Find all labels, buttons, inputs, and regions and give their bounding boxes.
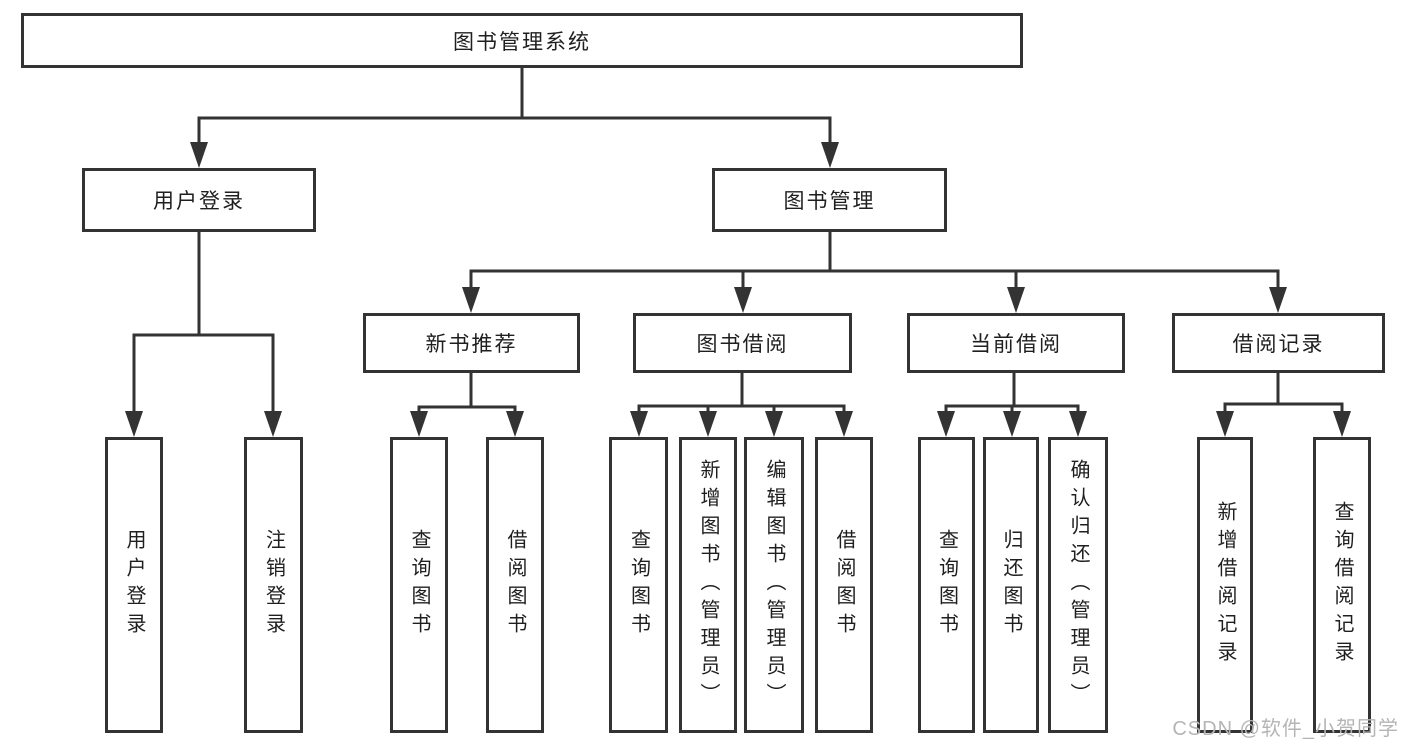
arrowhead-icon: [1333, 411, 1351, 437]
arrowhead-icon: [1069, 411, 1087, 437]
leaf-newbook-query: 查询图书: [390, 437, 448, 733]
node-book-mgmt-label: 图书管理: [783, 190, 876, 213]
leaf-borrow-add-admin: 新增图书（管理员）: [679, 437, 737, 733]
leaf-label: 编辑图书（管理员）: [763, 459, 785, 711]
leaf-logout: 注销登录: [244, 437, 303, 733]
node-book-borrow-label: 图书借阅: [696, 333, 789, 356]
arrowhead-icon: [835, 411, 853, 437]
arrowhead-icon: [937, 411, 955, 437]
leaf-label: 查询图书: [935, 529, 958, 641]
leaf-label: 用户登录: [123, 529, 145, 641]
node-current-borrow-label: 当前借阅: [970, 333, 1062, 356]
arrowhead-icon: [264, 411, 282, 437]
leaf-current-confirm-admin: 确认归还（管理员）: [1048, 437, 1108, 733]
node-root-label: 图书管理系统: [453, 30, 591, 54]
arrowhead-icon: [1003, 411, 1021, 437]
node-borrow-record: 借阅记录: [1172, 313, 1385, 373]
leaf-label: 新增图书（管理员）: [697, 459, 719, 711]
leaf-user-login: 用户登录: [105, 437, 163, 733]
connector-new-book-to-children: [410, 373, 524, 437]
arrowhead-icon: [699, 411, 717, 437]
leaf-label: 确认归还（管理员）: [1067, 459, 1089, 711]
leaf-label: 归还图书: [1000, 529, 1022, 641]
leaf-borrow-query: 查询图书: [609, 437, 668, 733]
leaf-label: 新增借阅记录: [1214, 501, 1236, 669]
arrowhead-icon: [821, 142, 839, 168]
leaf-record-add: 新增借阅记录: [1197, 437, 1253, 733]
leaf-label: 借阅图书: [833, 529, 855, 641]
node-new-book: 新书推荐: [363, 313, 580, 373]
leaf-current-return: 归还图书: [983, 437, 1039, 733]
arrowhead-icon: [190, 142, 208, 168]
node-user-login: 用户登录: [82, 168, 316, 232]
leaf-label: 借阅图书: [504, 529, 526, 641]
node-new-book-label: 新书推荐: [425, 333, 518, 356]
node-book-mgmt: 图书管理: [712, 168, 947, 232]
csdn-watermark: CSDN @软件_小贺同学: [1172, 718, 1399, 740]
node-root: 图书管理系统: [21, 13, 1023, 68]
connector-borrow-record-to-children: [1216, 373, 1351, 437]
node-borrow-record-label: 借阅记录: [1232, 333, 1325, 356]
node-current-borrow: 当前借阅: [907, 313, 1125, 373]
leaf-label: 注销登录: [262, 529, 285, 641]
leaf-borrow-edit-admin: 编辑图书（管理员）: [744, 437, 804, 733]
arrowhead-icon: [630, 411, 648, 437]
arrowhead-icon: [410, 411, 428, 437]
connector-book-borrow-to-children: [630, 373, 853, 437]
arrowhead-icon: [1007, 287, 1025, 313]
connector-root-to-level2: [190, 68, 839, 168]
leaf-label: 查询借阅记录: [1331, 501, 1353, 669]
leaf-borrow-borrow: 借阅图书: [815, 437, 873, 733]
arrowhead-icon: [125, 411, 143, 437]
node-book-borrow: 图书借阅: [633, 313, 852, 373]
leaf-current-query: 查询图书: [918, 437, 975, 733]
connector-current-borrow-to-children: [937, 373, 1087, 437]
arrowhead-icon: [506, 411, 524, 437]
arrowhead-icon: [734, 287, 752, 313]
connector-book-mgmt-to-level3: [462, 232, 1287, 313]
leaf-label: 查询图书: [627, 529, 650, 641]
leaf-newbook-borrow: 借阅图书: [486, 437, 544, 733]
connector-user-login-to-children: [125, 232, 282, 437]
arrowhead-icon: [462, 287, 480, 313]
arrowhead-icon: [1269, 287, 1287, 313]
arrowhead-icon: [765, 411, 783, 437]
leaf-label: 查询图书: [408, 529, 430, 641]
arrowhead-icon: [1216, 411, 1234, 437]
node-user-login-label: 用户登录: [153, 190, 245, 213]
leaf-record-query: 查询借阅记录: [1313, 437, 1371, 733]
